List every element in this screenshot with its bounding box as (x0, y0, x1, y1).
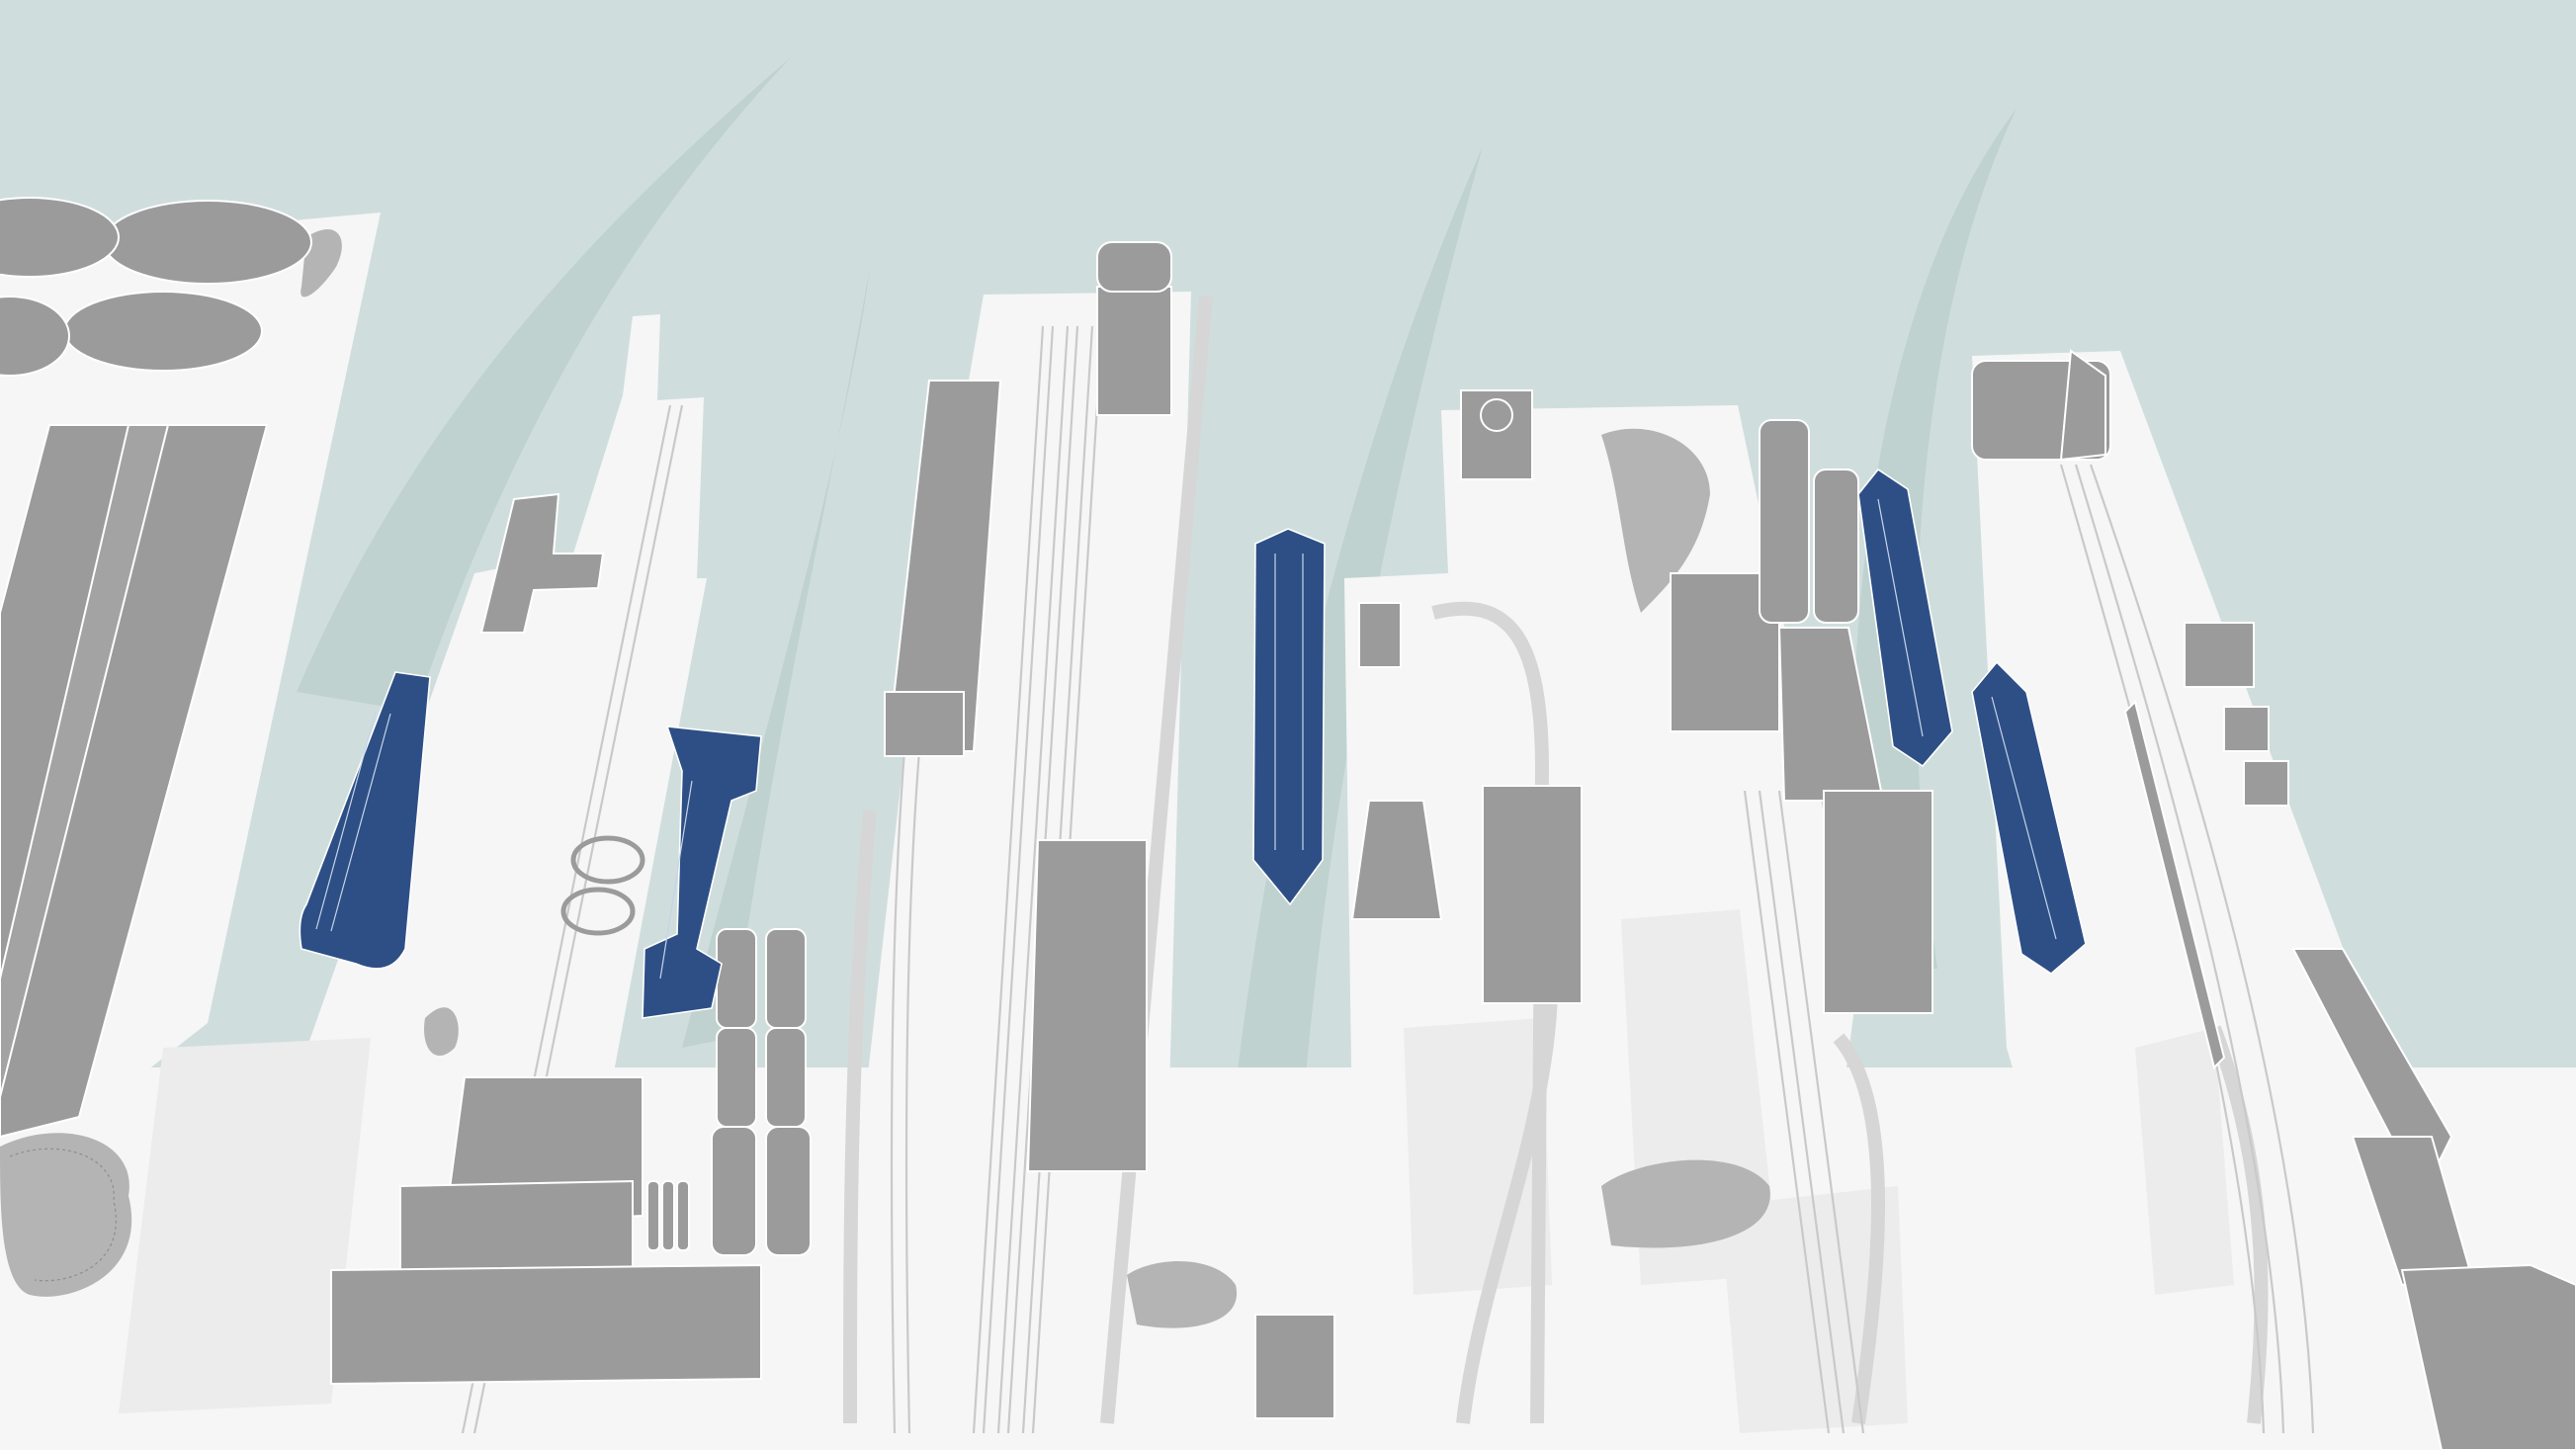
silo-group-a (711, 928, 812, 1256)
small-silos (646, 1180, 690, 1251)
apron-5 (2135, 1028, 2234, 1295)
pier-b-buildings (884, 241, 1335, 1419)
pier-d-buildings (1971, 349, 2576, 1450)
ship-3 (1252, 528, 1326, 906)
apron-1 (119, 1038, 371, 1413)
ships (299, 468, 2087, 1019)
ship-1 (299, 671, 431, 970)
pier-c-buildings (1350, 389, 1933, 1014)
ship-5 (1971, 660, 2087, 976)
tank-farm-west (0, 197, 312, 1139)
ship-2 (642, 725, 762, 1019)
ship-4 (1857, 468, 1953, 768)
apron-2 (1404, 1018, 1552, 1295)
pier-a-buildings (330, 492, 812, 1386)
bulk-heaps (0, 228, 1770, 1328)
